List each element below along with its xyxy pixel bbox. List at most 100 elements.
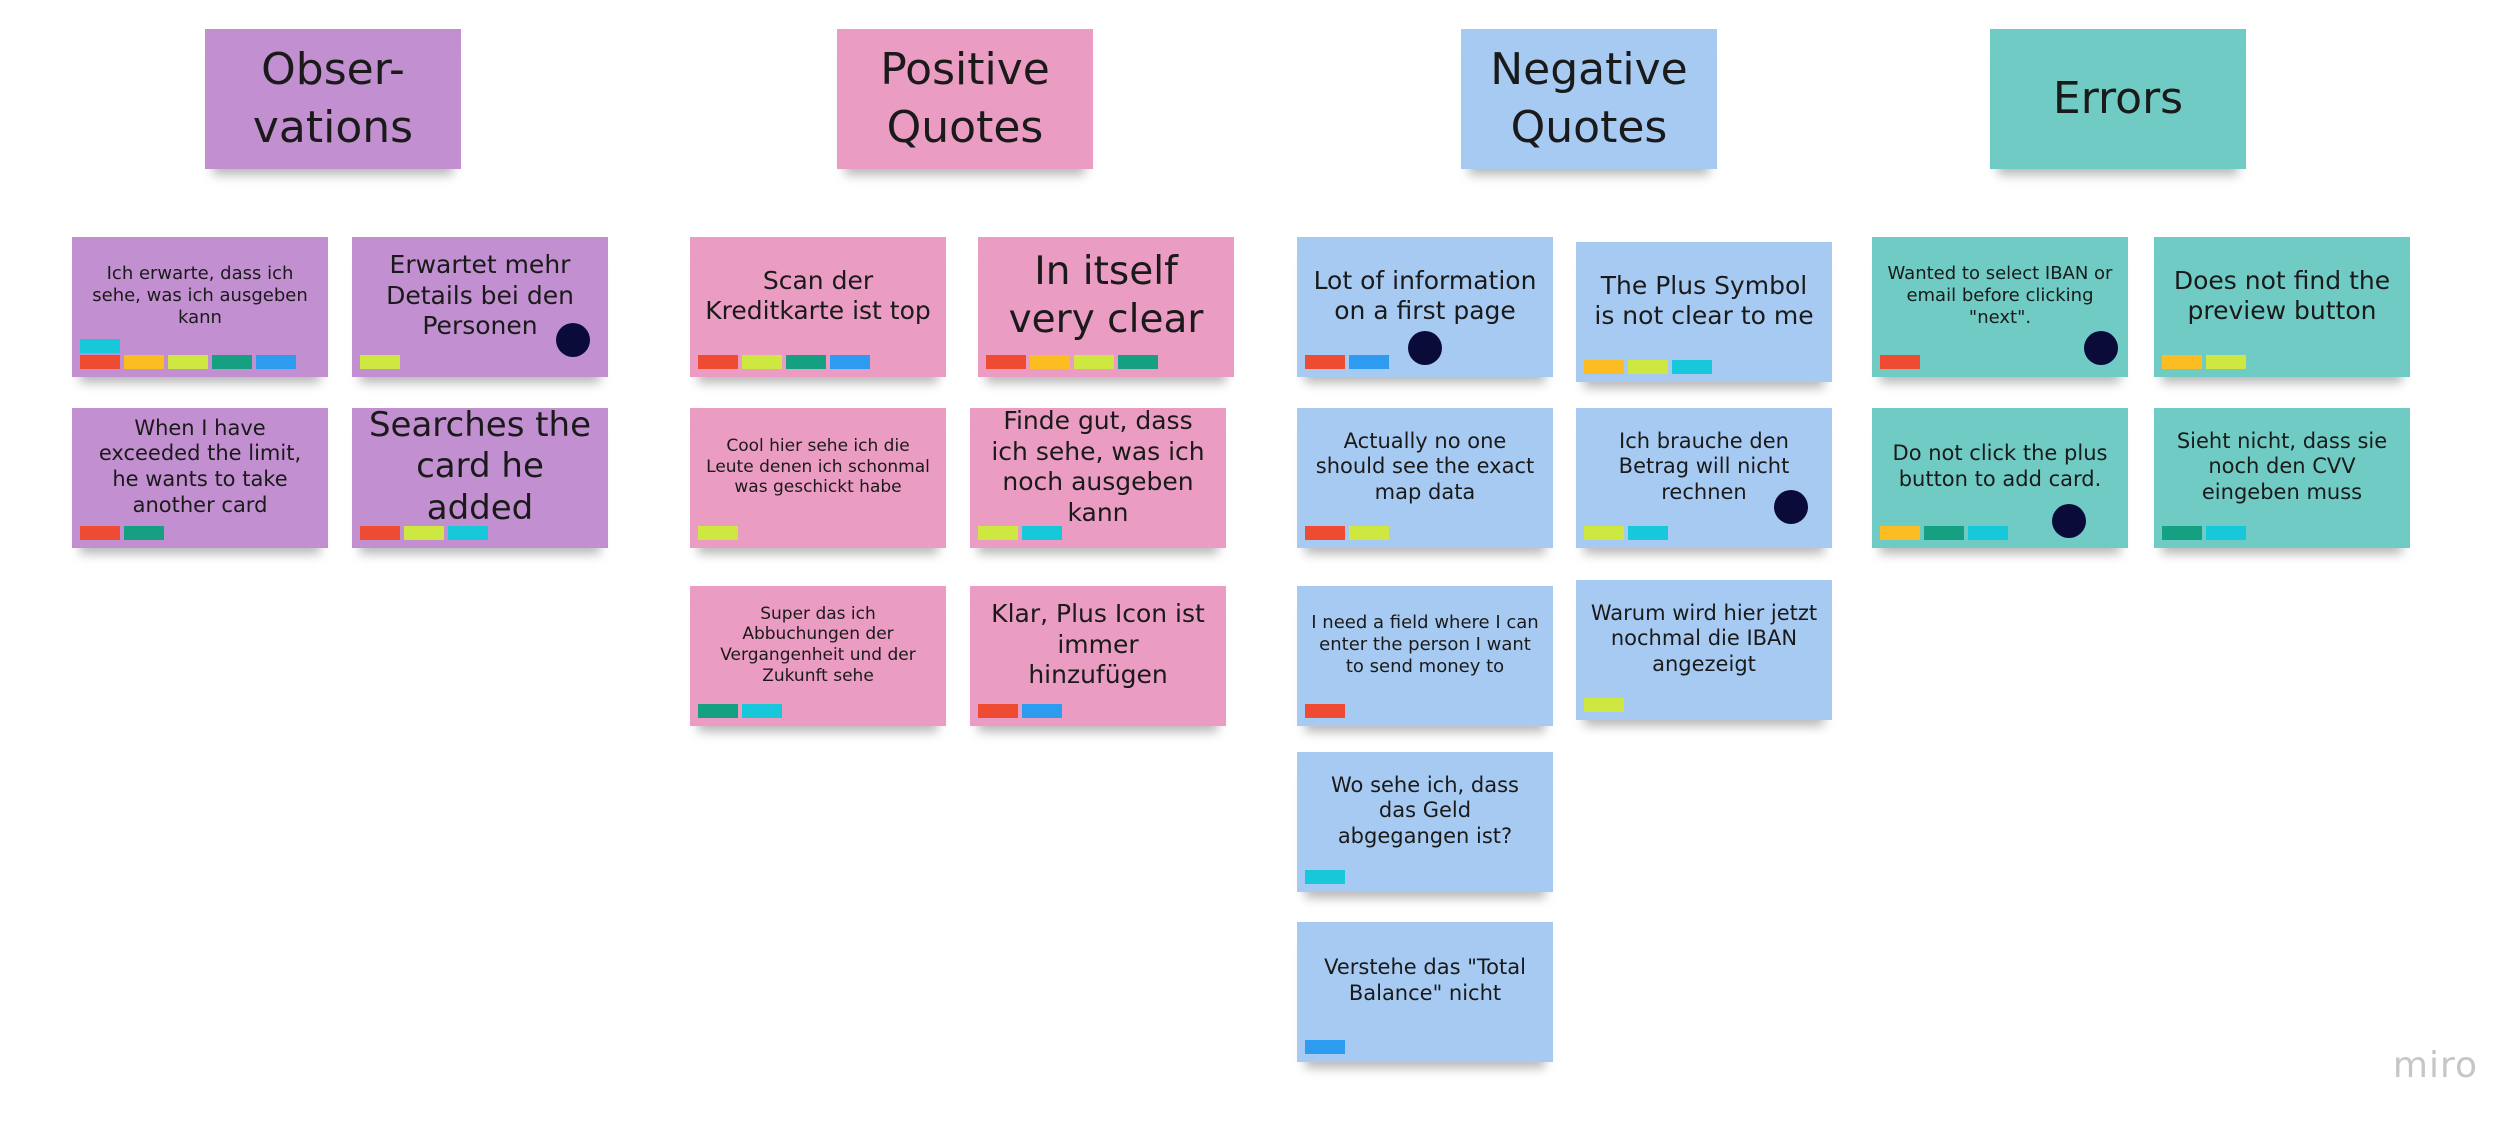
tag-red — [1305, 704, 1345, 718]
tag-cyan — [448, 526, 488, 540]
sticky-note[interactable]: Super das ich Abbuchungen der Vergangenh… — [690, 586, 946, 726]
note-tags — [2162, 355, 2246, 369]
note-tags — [80, 355, 296, 369]
sticky-note[interactable]: Warum wird hier jetzt nochmal die IBAN a… — [1576, 580, 1832, 720]
note-tags — [698, 355, 870, 369]
vote-dot — [1408, 331, 1442, 365]
tag-lime — [1584, 698, 1624, 712]
tag-cyan — [1968, 526, 2008, 540]
note-tags — [1305, 526, 1389, 540]
sticky-note[interactable]: Ich brauche den Betrag will nicht rechne… — [1576, 408, 1832, 548]
sticky-note[interactable]: I need a field where I can enter the per… — [1297, 586, 1553, 726]
sticky-note[interactable]: Finde gut, dass ich sehe, was ich noch a… — [970, 406, 1226, 548]
tag-orange — [1030, 355, 1070, 369]
tag-green — [1924, 526, 1964, 540]
tag-green — [786, 355, 826, 369]
tag-lime — [1074, 355, 1114, 369]
note-text: In itself very clear — [1008, 249, 1204, 342]
note-text: The Plus Symbol is not clear to me — [1594, 270, 1814, 331]
note-text: Super das ich Abbuchungen der Vergangenh… — [720, 603, 916, 686]
note-text: Wanted to select IBAN or email before cl… — [1887, 263, 2113, 328]
tag-red — [80, 526, 120, 540]
sticky-note[interactable]: Wanted to select IBAN or email before cl… — [1872, 237, 2128, 377]
note-tags — [1305, 870, 1345, 884]
tag-red — [978, 704, 1018, 718]
tag-lime — [978, 526, 1018, 540]
sticky-note[interactable]: Lot of information on a first page — [1297, 237, 1553, 377]
note-tags — [1305, 1040, 1345, 1054]
sticky-note[interactable]: Cool hier sehe ich die Leute denen ich s… — [690, 408, 946, 548]
tag-lime — [168, 355, 208, 369]
sticky-note[interactable]: Does not find the preview button — [2154, 237, 2410, 377]
sticky-note[interactable]: When I have exceeded the limit, he wants… — [72, 408, 328, 548]
note-text: Verstehe das "Total Balance" nicht — [1324, 955, 1526, 1005]
note-text: Do not click the plus button to add card… — [1892, 441, 2108, 491]
sticky-note[interactable]: Erwartet mehr Details bei den Personen — [352, 237, 608, 377]
sticky-note[interactable]: Do not click the plus button to add card… — [1872, 408, 2128, 548]
tag-cyan — [1305, 870, 1345, 884]
note-text: Does not find the preview button — [2173, 265, 2391, 326]
tag-cyan — [1672, 360, 1712, 374]
sticky-note[interactable]: In itself very clear — [978, 237, 1234, 377]
tag-orange — [2162, 355, 2202, 369]
header-negative-quotes[interactable]: Negative Quotes — [1461, 29, 1717, 169]
sticky-note[interactable]: Ich erwarte, dass ich sehe, was ich ausg… — [72, 237, 328, 377]
tag-cyan — [80, 339, 120, 353]
header-observations[interactable]: Obser- vations — [205, 29, 461, 169]
vote-dot — [2052, 504, 2086, 538]
header-label: Positive Quotes — [880, 43, 1050, 153]
note-text: Searches the card he added — [368, 404, 592, 528]
note-text: Ich erwarte, dass ich sehe, was ich ausg… — [92, 263, 308, 328]
tag-lime — [360, 355, 400, 369]
sticky-note[interactable]: Wo sehe ich, dass das Geld abgegangen is… — [1297, 752, 1553, 892]
tag-blue — [830, 355, 870, 369]
note-text: Actually no one should see the exact map… — [1315, 428, 1535, 504]
sticky-note[interactable]: Verstehe das "Total Balance" nicht — [1297, 922, 1553, 1062]
tag-cyan — [2206, 526, 2246, 540]
note-text: Klar, Plus Icon ist immer hinzufügen — [991, 599, 1205, 690]
note-text: Wo sehe ich, dass das Geld abgegangen is… — [1331, 772, 1519, 848]
tag-red — [1305, 526, 1345, 540]
vote-dot — [556, 323, 590, 357]
note-text: Lot of information on a first page — [1313, 265, 1537, 326]
header-positive-quotes[interactable]: Positive Quotes — [837, 29, 1093, 169]
sticky-note[interactable]: The Plus Symbol is not clear to me — [1576, 242, 1832, 382]
tag-green — [212, 355, 252, 369]
note-tags — [1584, 698, 1624, 712]
tag-red — [360, 526, 400, 540]
tag-red — [80, 355, 120, 369]
note-tags — [1584, 360, 1712, 374]
note-tags — [80, 526, 164, 540]
tag-lime — [2206, 355, 2246, 369]
note-text: Scan der Kreditkarte ist top — [705, 265, 931, 326]
tag-blue — [1305, 1040, 1345, 1054]
tag-lime — [742, 355, 782, 369]
tag-orange — [124, 355, 164, 369]
sticky-note[interactable]: Sieht nicht, dass sie noch den CVV einge… — [2154, 408, 2410, 548]
note-tags — [1880, 526, 2008, 540]
header-label: Negative Quotes — [1490, 43, 1688, 153]
sticky-note[interactable]: Scan der Kreditkarte ist top — [690, 237, 946, 377]
note-text: I need a field where I can enter the per… — [1311, 612, 1539, 677]
tag-blue — [1022, 704, 1062, 718]
header-label: Errors — [2052, 72, 2184, 124]
tag-lime — [404, 526, 444, 540]
note-tags — [698, 526, 738, 540]
note-text: Warum wird hier jetzt nochmal die IBAN a… — [1590, 600, 1818, 676]
tag-cyan — [1628, 526, 1668, 540]
sticky-note[interactable]: Searches the card he added — [352, 404, 608, 548]
header-errors[interactable]: Errors — [1990, 29, 2246, 169]
brand-logo: miro — [2392, 1045, 2478, 1086]
note-tags — [360, 526, 488, 540]
tag-cyan — [1022, 526, 1062, 540]
tag-red — [986, 355, 1026, 369]
tag-blue — [1349, 355, 1389, 369]
header-label: Obser- vations — [252, 43, 414, 153]
sticky-note[interactable]: Actually no one should see the exact map… — [1297, 408, 1553, 548]
tag-lime — [1628, 360, 1668, 374]
note-tags — [978, 704, 1062, 718]
note-text: Ich brauche den Betrag will nicht rechne… — [1618, 428, 1790, 504]
note-tags — [986, 355, 1158, 369]
sticky-note[interactable]: Klar, Plus Icon ist immer hinzufügen — [970, 586, 1226, 726]
tag-lime — [1584, 526, 1624, 540]
